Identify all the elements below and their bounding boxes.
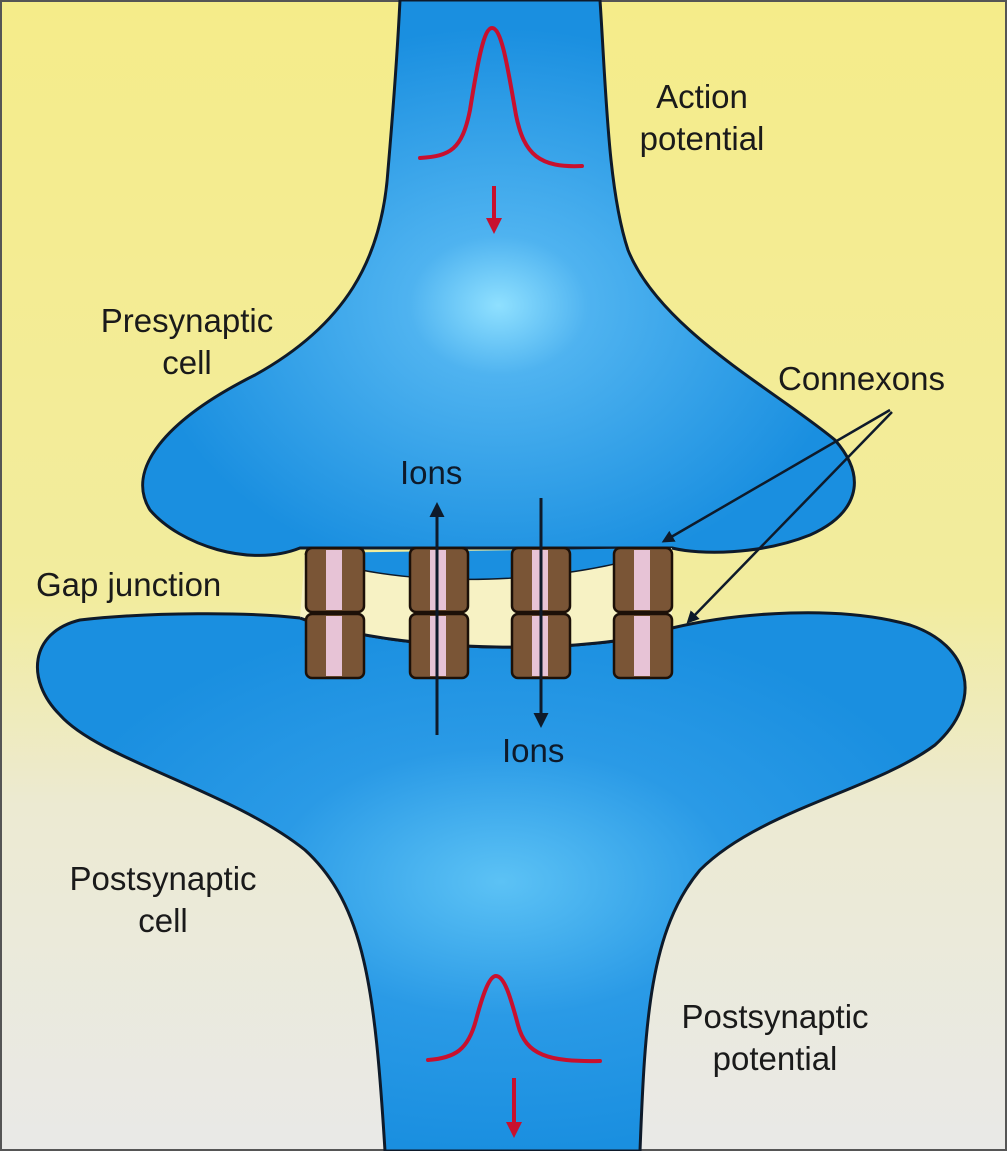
ions-down-label: Ions <box>502 730 564 772</box>
connexons-label: Connexons <box>778 358 945 400</box>
label-line: cell <box>28 900 298 942</box>
label-line: cell <box>62 342 312 384</box>
ions-up-label: Ions <box>400 452 462 494</box>
label-line: Postsynaptic <box>28 858 298 900</box>
label-line: Action <box>612 76 792 118</box>
connexon-2 <box>410 548 468 678</box>
postsynaptic-potential-label: Postsynaptic potential <box>640 996 910 1080</box>
presynaptic-cell-label: Presynaptic cell <box>62 300 312 384</box>
connexon-4 <box>614 548 672 678</box>
label-line: Presynaptic <box>62 300 312 342</box>
label-line: Postsynaptic <box>640 996 910 1038</box>
connexon-1 <box>306 548 364 678</box>
action-potential-label: Action potential <box>612 76 792 160</box>
label-line: potential <box>640 1038 910 1080</box>
label-line: potential <box>612 118 792 160</box>
gap-junction-label: Gap junction <box>36 564 221 606</box>
postsynaptic-cell-label: Postsynaptic cell <box>28 858 298 942</box>
